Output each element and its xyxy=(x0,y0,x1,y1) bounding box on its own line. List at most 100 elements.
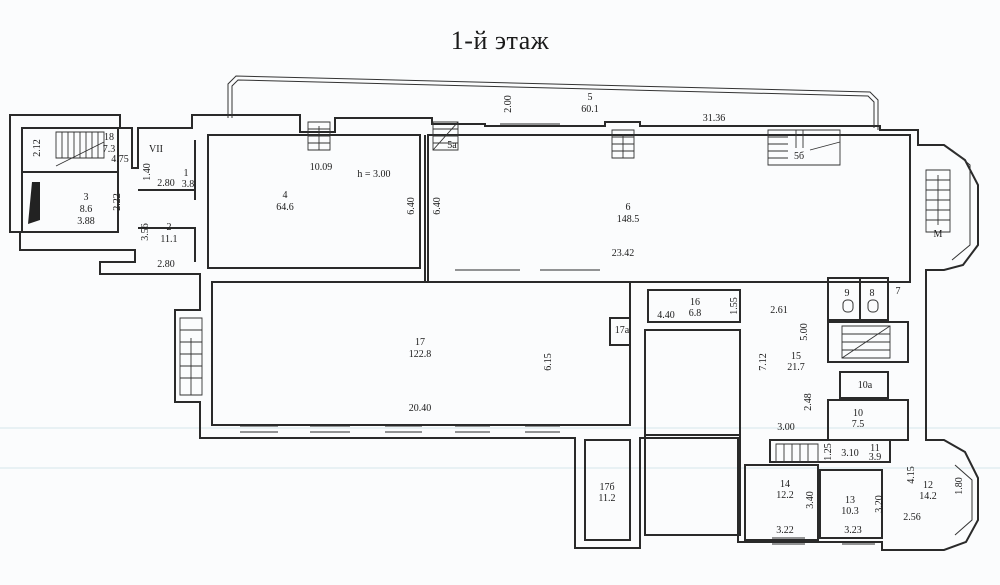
room-VII-number: VII xyxy=(149,144,163,155)
terrace-rail xyxy=(227,75,879,130)
room-7-number: 7 xyxy=(896,286,901,297)
bay-window-top xyxy=(951,149,971,261)
bay-window xyxy=(954,464,973,536)
room-3-number: 3 xyxy=(84,192,89,203)
dimension-label: 1.40 xyxy=(142,163,153,181)
room-3-area: 8.6 xyxy=(80,204,93,215)
wall-stair-2 xyxy=(827,321,909,363)
room-12-number: 12 xyxy=(923,480,933,491)
room-13-number: 13 xyxy=(845,495,855,506)
wall-light-well xyxy=(644,329,741,536)
dimension-label: 1.55 xyxy=(729,297,740,315)
wall-room-13 xyxy=(819,469,883,539)
wall-wc xyxy=(827,277,889,321)
room-17-area: 122.8 xyxy=(409,349,432,360)
staircase-18 xyxy=(55,131,105,167)
room-6-number: 6 xyxy=(626,202,631,213)
room-14-area: 12.2 xyxy=(776,490,794,501)
wall-room-14 xyxy=(744,464,819,541)
room-2-area: 11.1 xyxy=(160,234,177,245)
dimension-label: 2.22 xyxy=(112,193,123,211)
dimension-label: 3.40 xyxy=(805,491,816,509)
room-5-area: 60.1 xyxy=(581,104,599,115)
dimension-label: 1.80 xyxy=(954,477,965,495)
dimension-label: 2.61 xyxy=(770,305,788,316)
room-4-area: 64.6 xyxy=(276,202,294,213)
staircase-left xyxy=(179,317,203,396)
dimension-label: 3.88 xyxy=(77,216,95,227)
dimension-label: 4.75 xyxy=(111,154,129,165)
dimension-label: 7.12 xyxy=(758,353,769,371)
dimension-label: 4.15 xyxy=(906,466,917,484)
dimension-label: 2.12 xyxy=(32,139,43,157)
room-2-number: 2 xyxy=(167,222,172,233)
dimension-label: 6.15 xyxy=(543,353,554,371)
room-1-number: 1 xyxy=(184,168,189,179)
dimension-label: 23.42 xyxy=(612,248,635,259)
wall-room-10a xyxy=(839,371,889,399)
wall-room-17b xyxy=(584,439,631,541)
dimension-label: 3.20 xyxy=(874,495,885,513)
room-18-area: 7.3 xyxy=(103,144,116,155)
dimension-label: 4.40 xyxy=(657,310,675,321)
dimension-label: 6.40 xyxy=(406,197,417,215)
room-12-area: 14.2 xyxy=(919,491,937,502)
dimension-label: 6.40 xyxy=(432,197,443,215)
room-10-area: 7.5 xyxy=(852,419,865,430)
dimension-label: 3.00 xyxy=(777,422,795,433)
wall xyxy=(138,227,196,262)
ceiling-height: h = 3.00 xyxy=(357,169,390,180)
wall-room-16 xyxy=(647,289,741,323)
wall-room-11 xyxy=(769,439,891,463)
wall-room-6 xyxy=(427,134,911,283)
room-8-number: 8 xyxy=(870,288,875,299)
staircase-5b xyxy=(767,129,841,166)
room-11-number: 11 xyxy=(870,443,880,454)
room-14-number: 14 xyxy=(780,479,790,490)
dimension-label: 3.10 xyxy=(841,448,859,459)
dimension-label: 10.09 xyxy=(310,162,333,173)
dimension-label: 3.23 xyxy=(844,525,862,536)
dimension-label: 2.80 xyxy=(157,178,175,189)
room-1-area: 3.8 xyxy=(182,179,195,190)
wall-room-4 xyxy=(207,134,421,269)
room-6-area: 148.5 xyxy=(617,214,640,225)
dimension-label: 2.00 xyxy=(503,95,514,113)
terrace-rail-inner xyxy=(231,79,875,128)
stair-up-2 xyxy=(611,129,635,159)
room-16-number: 16 xyxy=(690,297,700,308)
room-18-number: 18 xyxy=(104,132,114,143)
windows-top xyxy=(215,117,760,271)
dimension-label: 31.36 xyxy=(703,113,726,124)
dimension-label: 3.22 xyxy=(776,525,794,536)
room-17-number: 17 xyxy=(415,337,425,348)
windows-bottom xyxy=(240,425,875,545)
toilet-icon xyxy=(867,299,879,313)
room-13-area: 10.3 xyxy=(841,506,859,517)
stair-up-1 xyxy=(307,121,331,151)
room-16-area: 6.8 xyxy=(689,308,702,319)
dimension-label: 2.56 xyxy=(903,512,921,523)
dark-hatch xyxy=(28,182,40,224)
room-17b-area: 11.2 xyxy=(598,493,615,504)
dimension-label: 3.56 xyxy=(140,223,151,241)
room-17b-number: 17б xyxy=(599,482,614,493)
outer-wall xyxy=(9,114,979,551)
room-15-area: 21.7 xyxy=(787,362,805,373)
room-5b-number: 5б xyxy=(794,151,804,162)
dimension-label: 2.48 xyxy=(803,393,814,411)
room-10-number: 10 xyxy=(853,408,863,419)
dimension-label: 5.00 xyxy=(799,323,810,341)
dimension-label: 1.25 xyxy=(823,443,834,461)
staircase-11 xyxy=(775,443,819,463)
staircase-15 xyxy=(841,325,891,359)
room-M-number: М xyxy=(934,229,943,240)
dimension-label: 20.40 xyxy=(409,403,432,414)
room-15-number: 15 xyxy=(791,351,801,362)
floor-title: 1-й этаж xyxy=(450,26,550,55)
staircase-5a xyxy=(432,121,459,151)
wall-room-17a xyxy=(609,317,631,346)
room-4-number: 4 xyxy=(283,190,288,201)
toilet-icon xyxy=(842,299,854,313)
